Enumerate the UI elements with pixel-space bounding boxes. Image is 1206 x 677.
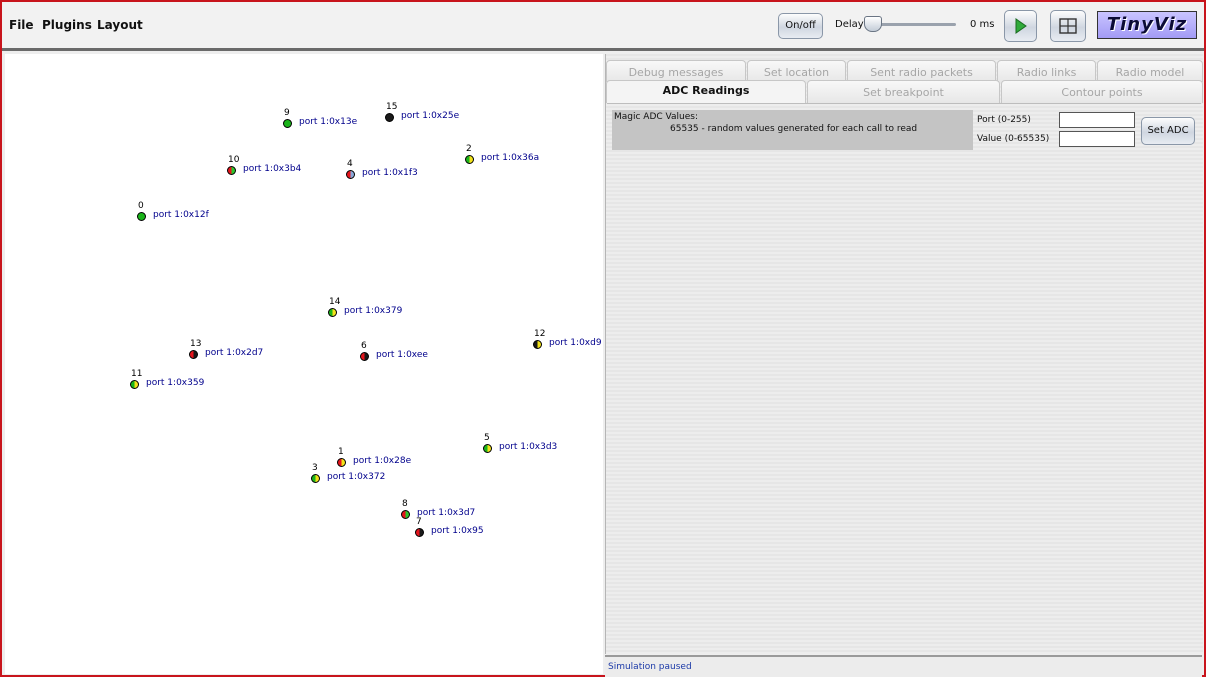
mote-port-label: port 1:0x359 [146,378,205,388]
adc-title: Magic ADC Values: [614,112,698,122]
tab-sent-radio-packets[interactable]: Sent radio packets [847,60,996,82]
mote-port-label: port 1:0x3b4 [243,164,302,174]
mote-id: 3 [312,463,318,473]
onoff-button[interactable]: On/off [778,13,823,39]
mote-id: 12 [534,329,546,339]
play-icon [1015,18,1027,34]
mote-id: 13 [190,339,202,349]
mote-node[interactable] [227,166,236,175]
mote-port-label: port 1:0x13e [299,117,358,127]
value-label: Value (0-65535) [977,134,1050,144]
set-adc-button[interactable]: Set ADC [1141,117,1195,145]
grid-icon [1059,18,1077,34]
tab-radio-model[interactable]: Radio model [1097,60,1203,82]
mote-port-label: port 1:0x12f [153,210,209,220]
delay-slider-knob[interactable] [864,16,882,32]
mote-node[interactable] [401,510,410,519]
port-label: Port (0-255) [977,115,1031,125]
tab-set-breakpoint[interactable]: Set breakpoint [807,80,1000,103]
tab-contour-points[interactable]: Contour points [1001,80,1203,103]
status-bar: Simulation paused [605,655,1202,677]
mote-id: 1 [338,447,344,457]
mote-node[interactable] [130,380,139,389]
mote-port-label: port 1:0xee [376,350,428,360]
mote-id: 15 [386,102,398,112]
delay-label: Delay [835,19,864,30]
mote-node[interactable] [311,474,320,483]
mote-id: 10 [228,155,240,165]
tab-set-location[interactable]: Set location [747,60,846,82]
mote-id: 7 [416,517,422,527]
mote-id: 11 [131,369,143,379]
port-input[interactable] [1059,112,1135,128]
tinyviz-logo: TinyViz [1097,11,1197,39]
mote-node[interactable] [346,170,355,179]
menu-plugins[interactable]: Plugins [42,18,92,32]
mote-node[interactable] [415,528,424,537]
mote-port-label: port 1:0x2d7 [205,348,264,358]
mote-id: 8 [402,499,408,509]
tab-adc-readings[interactable]: ADC Readings [606,80,806,103]
mote-node[interactable] [328,308,337,317]
mote-port-label: port 1:0x3d7 [417,508,476,518]
value-input[interactable] [1059,131,1135,147]
tab-debug-messages[interactable]: Debug messages [606,60,746,82]
mote-id: 2 [466,144,472,154]
mote-node[interactable] [385,113,394,122]
grid-button[interactable] [1050,10,1086,42]
adc-description: 65535 - random values generated for each… [670,124,918,134]
mote-port-label: port 1:0x28e [353,456,412,466]
mote-port-label: port 1:0x372 [327,472,386,482]
delay-value: 0 ms [970,19,995,30]
mote-id: 4 [347,159,353,169]
mote-node[interactable] [137,212,146,221]
mote-port-label: port 1:0x25e [401,111,460,121]
mote-port-label: port 1:0x36a [481,153,540,163]
tab-radio-links[interactable]: Radio links [997,60,1096,82]
mote-port-label: port 1:0x1f3 [362,168,418,178]
mote-port-label: port 1:0x3d3 [499,442,558,452]
menu-layout[interactable]: Layout [97,18,143,32]
play-button[interactable] [1004,10,1037,42]
mote-id: 0 [138,201,144,211]
mote-id: 14 [329,297,341,307]
delay-slider-track[interactable] [868,23,956,26]
mote-port-label: port 1:0x95 [431,526,484,536]
mote-port-label: port 1:0xd9 [549,338,602,348]
mote-port-label: port 1:0x379 [344,306,403,316]
mote-node[interactable] [360,352,369,361]
mote-node[interactable] [465,155,474,164]
status-text: Simulation paused [608,662,692,672]
toolbar: File Plugins Layout On/off Delay 0 ms Ti… [2,2,1204,51]
mote-id: 9 [284,108,290,118]
adc-readings-panel: Magic ADC Values: 65535 - random values … [607,103,1201,654]
mote-node[interactable] [533,340,542,349]
mote-id: 6 [361,341,367,351]
mote-node[interactable] [483,444,492,453]
mote-node[interactable] [283,119,292,128]
mote-node[interactable] [337,458,346,467]
mote-id: 5 [484,433,490,443]
menu-file[interactable]: File [9,18,34,32]
adc-info-box: Magic ADC Values: 65535 - random values … [612,110,973,150]
mote-node[interactable] [189,350,198,359]
